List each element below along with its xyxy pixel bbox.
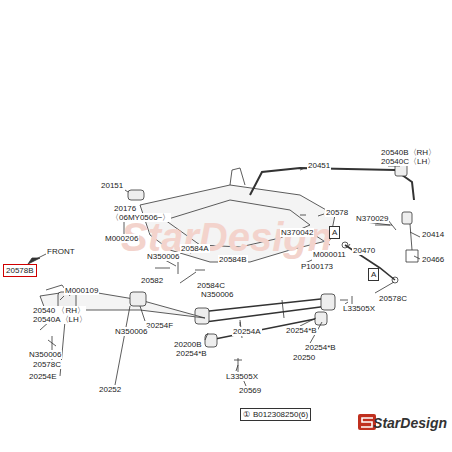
callout-number: 20470: [352, 246, 376, 255]
callout-number: 20254*B: [304, 343, 337, 352]
direction-label: FRONT: [46, 247, 76, 256]
callout-number: P100173: [300, 262, 334, 271]
brand-logo: StarDesign: [372, 415, 448, 431]
reference-letter-box: A: [329, 226, 340, 239]
callout-number: 20254F: [145, 321, 174, 330]
callout-number: 20451: [307, 161, 331, 170]
callout-number: N370029: [355, 214, 389, 223]
callout-number: 20200B: [173, 340, 203, 349]
callout-number: M000011: [312, 250, 347, 259]
highlighted-part-box: 20578B: [3, 264, 37, 277]
callout-number: 20466: [421, 255, 445, 264]
callout-number: L33505X: [342, 304, 376, 313]
callout-number: 20254*B: [285, 326, 318, 335]
reference-box: ①B012308250(6): [240, 408, 311, 421]
callout-number: 20414: [421, 230, 445, 239]
callout-number: L33505X: [225, 372, 259, 381]
callout-number: 20254*B: [175, 349, 208, 358]
callout-number: N350006: [146, 252, 180, 261]
callout-number: 20540B〈RH〉: [380, 148, 437, 157]
callout-number: N350006: [200, 290, 234, 299]
callout-number: 20540A〈LH〉: [32, 315, 88, 324]
callout-number: 20578C: [32, 360, 62, 369]
callout-number: 20250: [292, 353, 316, 362]
node-text: 20578B: [6, 266, 34, 275]
callout-number: 20584A: [180, 244, 210, 253]
callout-number: 20582: [140, 276, 164, 285]
callout-number: 20569: [238, 386, 262, 395]
callout-number: N370042: [280, 228, 314, 237]
callout-number: N350006: [28, 350, 62, 359]
node-text: B012308250(6): [253, 410, 308, 419]
callout-number: M000109: [64, 286, 99, 295]
callout-number: 20151: [100, 181, 124, 190]
callout-number: M000206: [104, 234, 139, 243]
callout-number: 20584B: [218, 255, 248, 264]
callout-number: N350006: [114, 327, 148, 336]
callout-number: 20254A: [232, 327, 262, 336]
node-text: A: [371, 270, 376, 279]
callout-number: 20578: [325, 208, 349, 217]
callout-number: 20540C〈LH〉: [380, 157, 436, 166]
callout-number: 20254E: [28, 372, 58, 381]
node-text: A: [332, 228, 337, 237]
callout-number: 20252: [98, 385, 122, 394]
callout-number: 20540 〈RH〉: [32, 306, 86, 315]
callout-number: 20176: [113, 204, 137, 213]
callout-number: 20578C: [378, 294, 408, 303]
reference-letter-box: A: [368, 268, 379, 281]
callout-number: 〈06MY0506−〉: [110, 213, 171, 222]
node-text: ①: [243, 410, 250, 419]
callout-number: 20584C: [196, 281, 226, 290]
